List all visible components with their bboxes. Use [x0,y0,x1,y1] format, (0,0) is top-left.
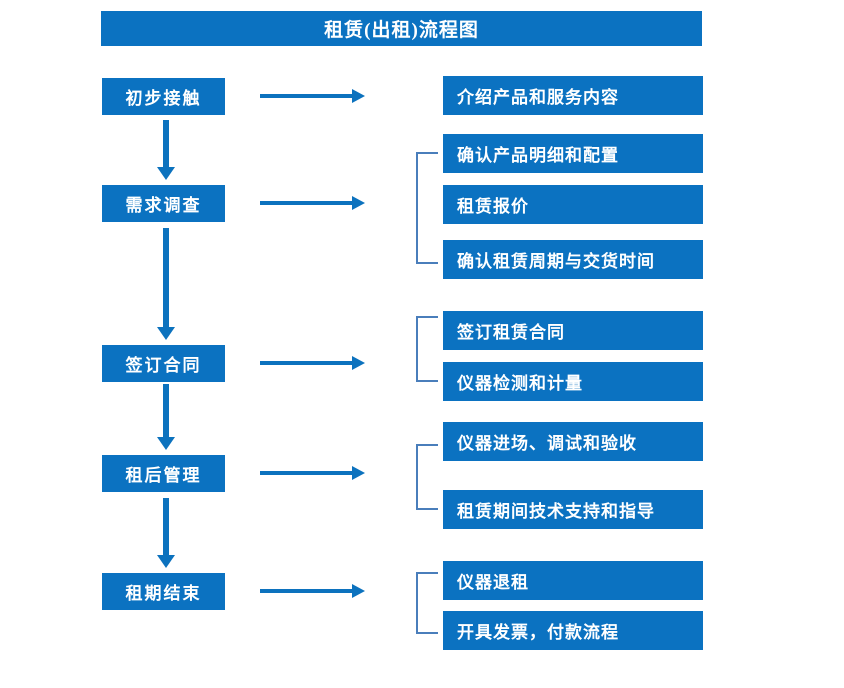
detail-box-3[interactable]: 租赁报价 [443,185,703,224]
detail-box-8[interactable]: 租赁期间技术支持和指导 [443,490,703,529]
vertical-arrow-3 [157,384,175,450]
vertical-arrow-4 [157,498,175,568]
horizontal-arrow-4 [260,466,365,480]
stage-box-4[interactable]: 租后管理 [102,455,225,492]
bracket-connector-3 [416,444,438,510]
page-title: 租赁(出租)流程图 [101,11,702,46]
detail-box-6[interactable]: 仪器检测和计量 [443,362,703,401]
detail-box-9[interactable]: 仪器退租 [443,561,703,600]
bracket-connector-1 [416,152,438,264]
vertical-arrow-1 [157,120,175,180]
detail-box-4[interactable]: 确认租赁周期与交货时间 [443,240,703,279]
bracket-connector-4 [416,572,438,634]
stage-box-5[interactable]: 租期结束 [102,573,225,610]
stage-box-1[interactable]: 初步接触 [102,78,225,115]
detail-box-2[interactable]: 确认产品明细和配置 [443,134,703,173]
vertical-arrow-2 [157,228,175,340]
horizontal-arrow-3 [260,356,365,370]
detail-box-5[interactable]: 签订租赁合同 [443,311,703,350]
stage-box-2[interactable]: 需求调查 [102,185,225,222]
horizontal-arrow-2 [260,196,365,210]
bracket-connector-2 [416,316,438,382]
detail-box-7[interactable]: 仪器进场、调试和验收 [443,422,703,461]
detail-box-1[interactable]: 介绍产品和服务内容 [443,76,703,115]
horizontal-arrow-1 [260,89,365,103]
stage-box-3[interactable]: 签订合同 [102,345,225,382]
horizontal-arrow-5 [260,584,365,598]
detail-box-10[interactable]: 开具发票，付款流程 [443,611,703,650]
